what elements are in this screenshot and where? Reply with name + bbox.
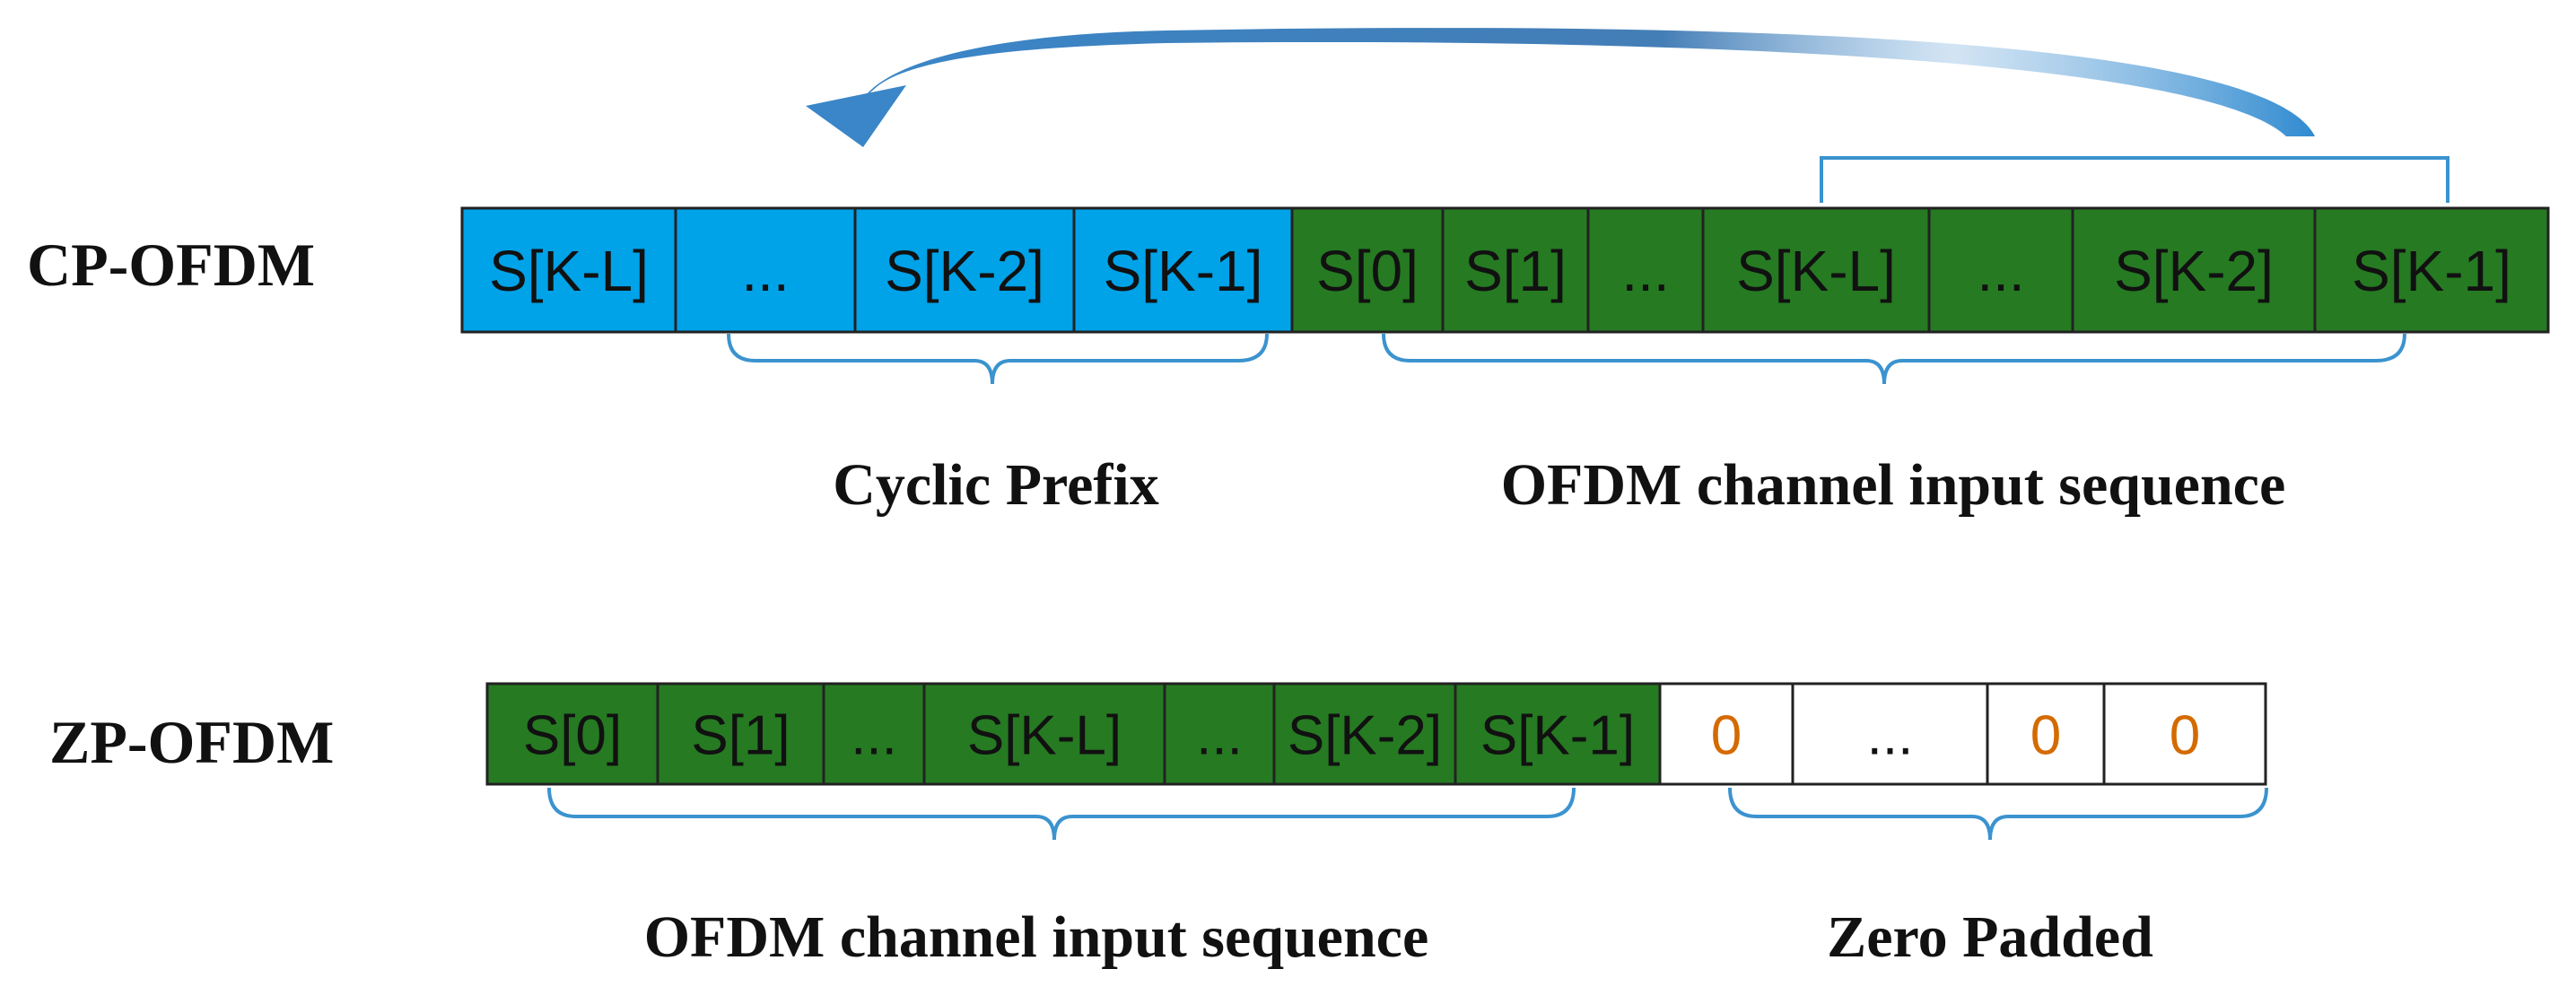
cp-row-cell-sequence (2313, 206, 2550, 334)
cp-row-cell-label: S[1] (1464, 239, 1567, 303)
cp-ofdm-label: CP-OFDM (27, 231, 315, 299)
cp-row-cell-label: S[0] (1316, 239, 1419, 303)
cp-row-cell-sequence (1586, 206, 1705, 334)
cp-row-cell-sequence (1441, 206, 1590, 334)
zp-row-cell-label: ... (851, 704, 897, 766)
cp-row-cell-label: ... (1621, 239, 1669, 303)
zp-row-cell-sequence (822, 682, 926, 786)
zp-row-cell-zero (1791, 682, 1989, 786)
cp-row-cell-label: S[K-L] (1736, 239, 1896, 303)
cp-sequence-brace (1382, 333, 2406, 385)
zp-row-cell-label: S[K-1] (1480, 704, 1635, 766)
zp-row-cell-zero (1658, 682, 1794, 786)
cp-row-cell-label: ... (741, 239, 789, 303)
zp-row-cell-sequence (485, 682, 659, 786)
zp-ofdm-label: ZP-OFDM (49, 708, 334, 776)
cp-sequence-caption: OFDM channel input sequence (1501, 452, 2286, 518)
cp-row-cell-prefix (853, 206, 1076, 334)
cp-row-cell-prefix (460, 206, 677, 334)
zp-sequence-caption: OFDM channel input sequence (644, 904, 1429, 970)
cp-row-cell-label: S[K-2] (2114, 239, 2274, 303)
zero-padded-brace (1728, 787, 2268, 841)
zp-row-cell-label: 0 (2030, 704, 2061, 766)
zp-row-cell-label: S[1] (691, 704, 790, 766)
cyclic-prefix-caption: Cyclic Prefix (833, 452, 1158, 518)
copy-source-bracket (1820, 156, 2449, 203)
zp-row-cell-sequence (1163, 682, 1276, 786)
zp-row-cell-sequence (1272, 682, 1457, 786)
zp-row-cell-label: ... (1196, 704, 1243, 766)
zp-row-cell-label: S[K-L] (967, 704, 1122, 766)
cp-row-cell-label: S[K-1] (1104, 239, 1263, 303)
zp-row-cell-sequence (1454, 682, 1662, 786)
cp-row-cell-sequence (1701, 206, 1931, 334)
arrow-body (863, 28, 2315, 136)
zp-row-cell-label: S[0] (523, 704, 622, 766)
cp-row-cell-prefix (674, 206, 857, 334)
cp-row-cell-label: ... (1977, 239, 2024, 303)
cp-row-cell-label: S[K-1] (2352, 239, 2511, 303)
cp-row-cell-label: S[K-2] (885, 239, 1044, 303)
cp-row-cell-label: S[K-L] (489, 239, 649, 303)
cyclic-prefix-brace (727, 333, 1269, 385)
cp-row-cell-sequence (2071, 206, 2317, 334)
zp-row-cell-label: 0 (1711, 704, 1742, 766)
zp-row-cell-zero (1986, 682, 2106, 786)
zp-row-cell-sequence (656, 682, 825, 786)
zp-sequence-brace (547, 787, 1576, 841)
cyclic-copy-arrow (806, 28, 2315, 147)
zp-row-cell-label: ... (1867, 704, 1914, 766)
zp-row-cell-zero (2102, 682, 2267, 786)
zero-padded-caption: Zero Padded (1827, 904, 2153, 970)
zp-row-cell-label: S[K-2] (1288, 704, 1442, 766)
cp-row-cell-sequence (1927, 206, 2074, 334)
cp-ofdm-symbol-row: S[K-L]... S[K-2] S[K-1] S[0] S[1]... S[K-L]..… (460, 206, 2550, 334)
arrow-head (806, 85, 906, 147)
zp-row-cell-label: 0 (2170, 704, 2200, 766)
zp-ofdm-symbol-row: S[0] S[1]... S[K-L]... S[K-2] S[K-1] 0... 0 0 (485, 682, 2267, 786)
cp-row-cell-sequence (1290, 206, 1445, 334)
